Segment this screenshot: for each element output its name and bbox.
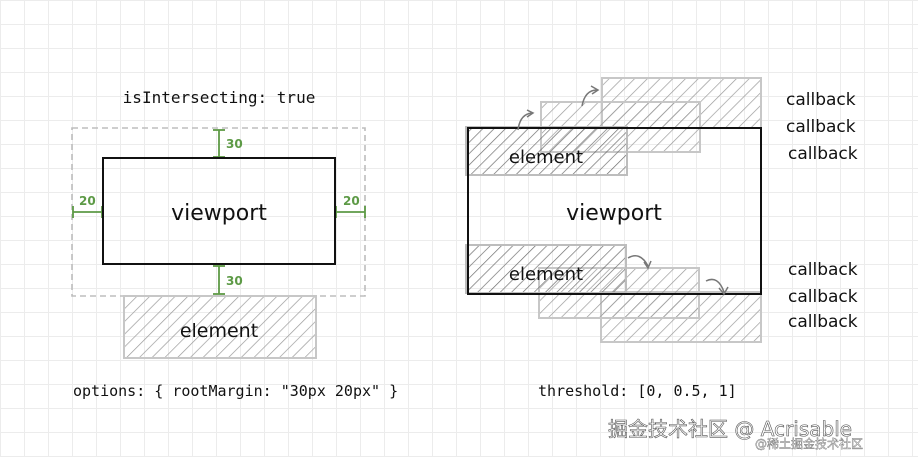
callback-bottom-2: callback <box>788 287 858 307</box>
left-element-box <box>123 295 317 359</box>
watermark-sub: @稀土掘金技术社区 <box>755 436 863 451</box>
bottom-element-step-1 <box>465 244 627 294</box>
margin-left-label: 20 <box>79 194 96 208</box>
callback-top-1: callback <box>786 90 856 110</box>
right-element-bottom-label: element <box>509 264 583 285</box>
right-viewport-box <box>467 127 762 295</box>
intersecting-title: isIntersecting: true <box>123 88 316 107</box>
movement-arrows <box>517 85 729 296</box>
callback-top-2: callback <box>786 117 856 137</box>
margin-bottom-label: 30 <box>226 274 243 288</box>
margin-top-label: 30 <box>226 137 243 151</box>
right-viewport-label: viewport <box>566 201 662 226</box>
callback-bottom-3: callback <box>788 312 858 332</box>
callback-top-3: callback <box>788 144 858 164</box>
margin-right-label: 20 <box>343 194 360 208</box>
watermark-main: 掘金技术社区 @ Acrisable <box>608 417 852 441</box>
margin-indicator-top <box>213 129 225 158</box>
callback-bottom-1: callback <box>788 260 858 280</box>
threshold-text: threshold: [0, 0.5, 1] <box>538 382 737 400</box>
left-viewport-label: viewport <box>171 201 267 226</box>
left-viewport-box <box>102 157 336 265</box>
margin-indicator-bottom <box>213 265 225 295</box>
options-text: options: { rootMargin: "30px 20px" } <box>73 382 398 400</box>
right-element-top-label: element <box>509 147 583 168</box>
left-element-label: element <box>180 320 258 342</box>
